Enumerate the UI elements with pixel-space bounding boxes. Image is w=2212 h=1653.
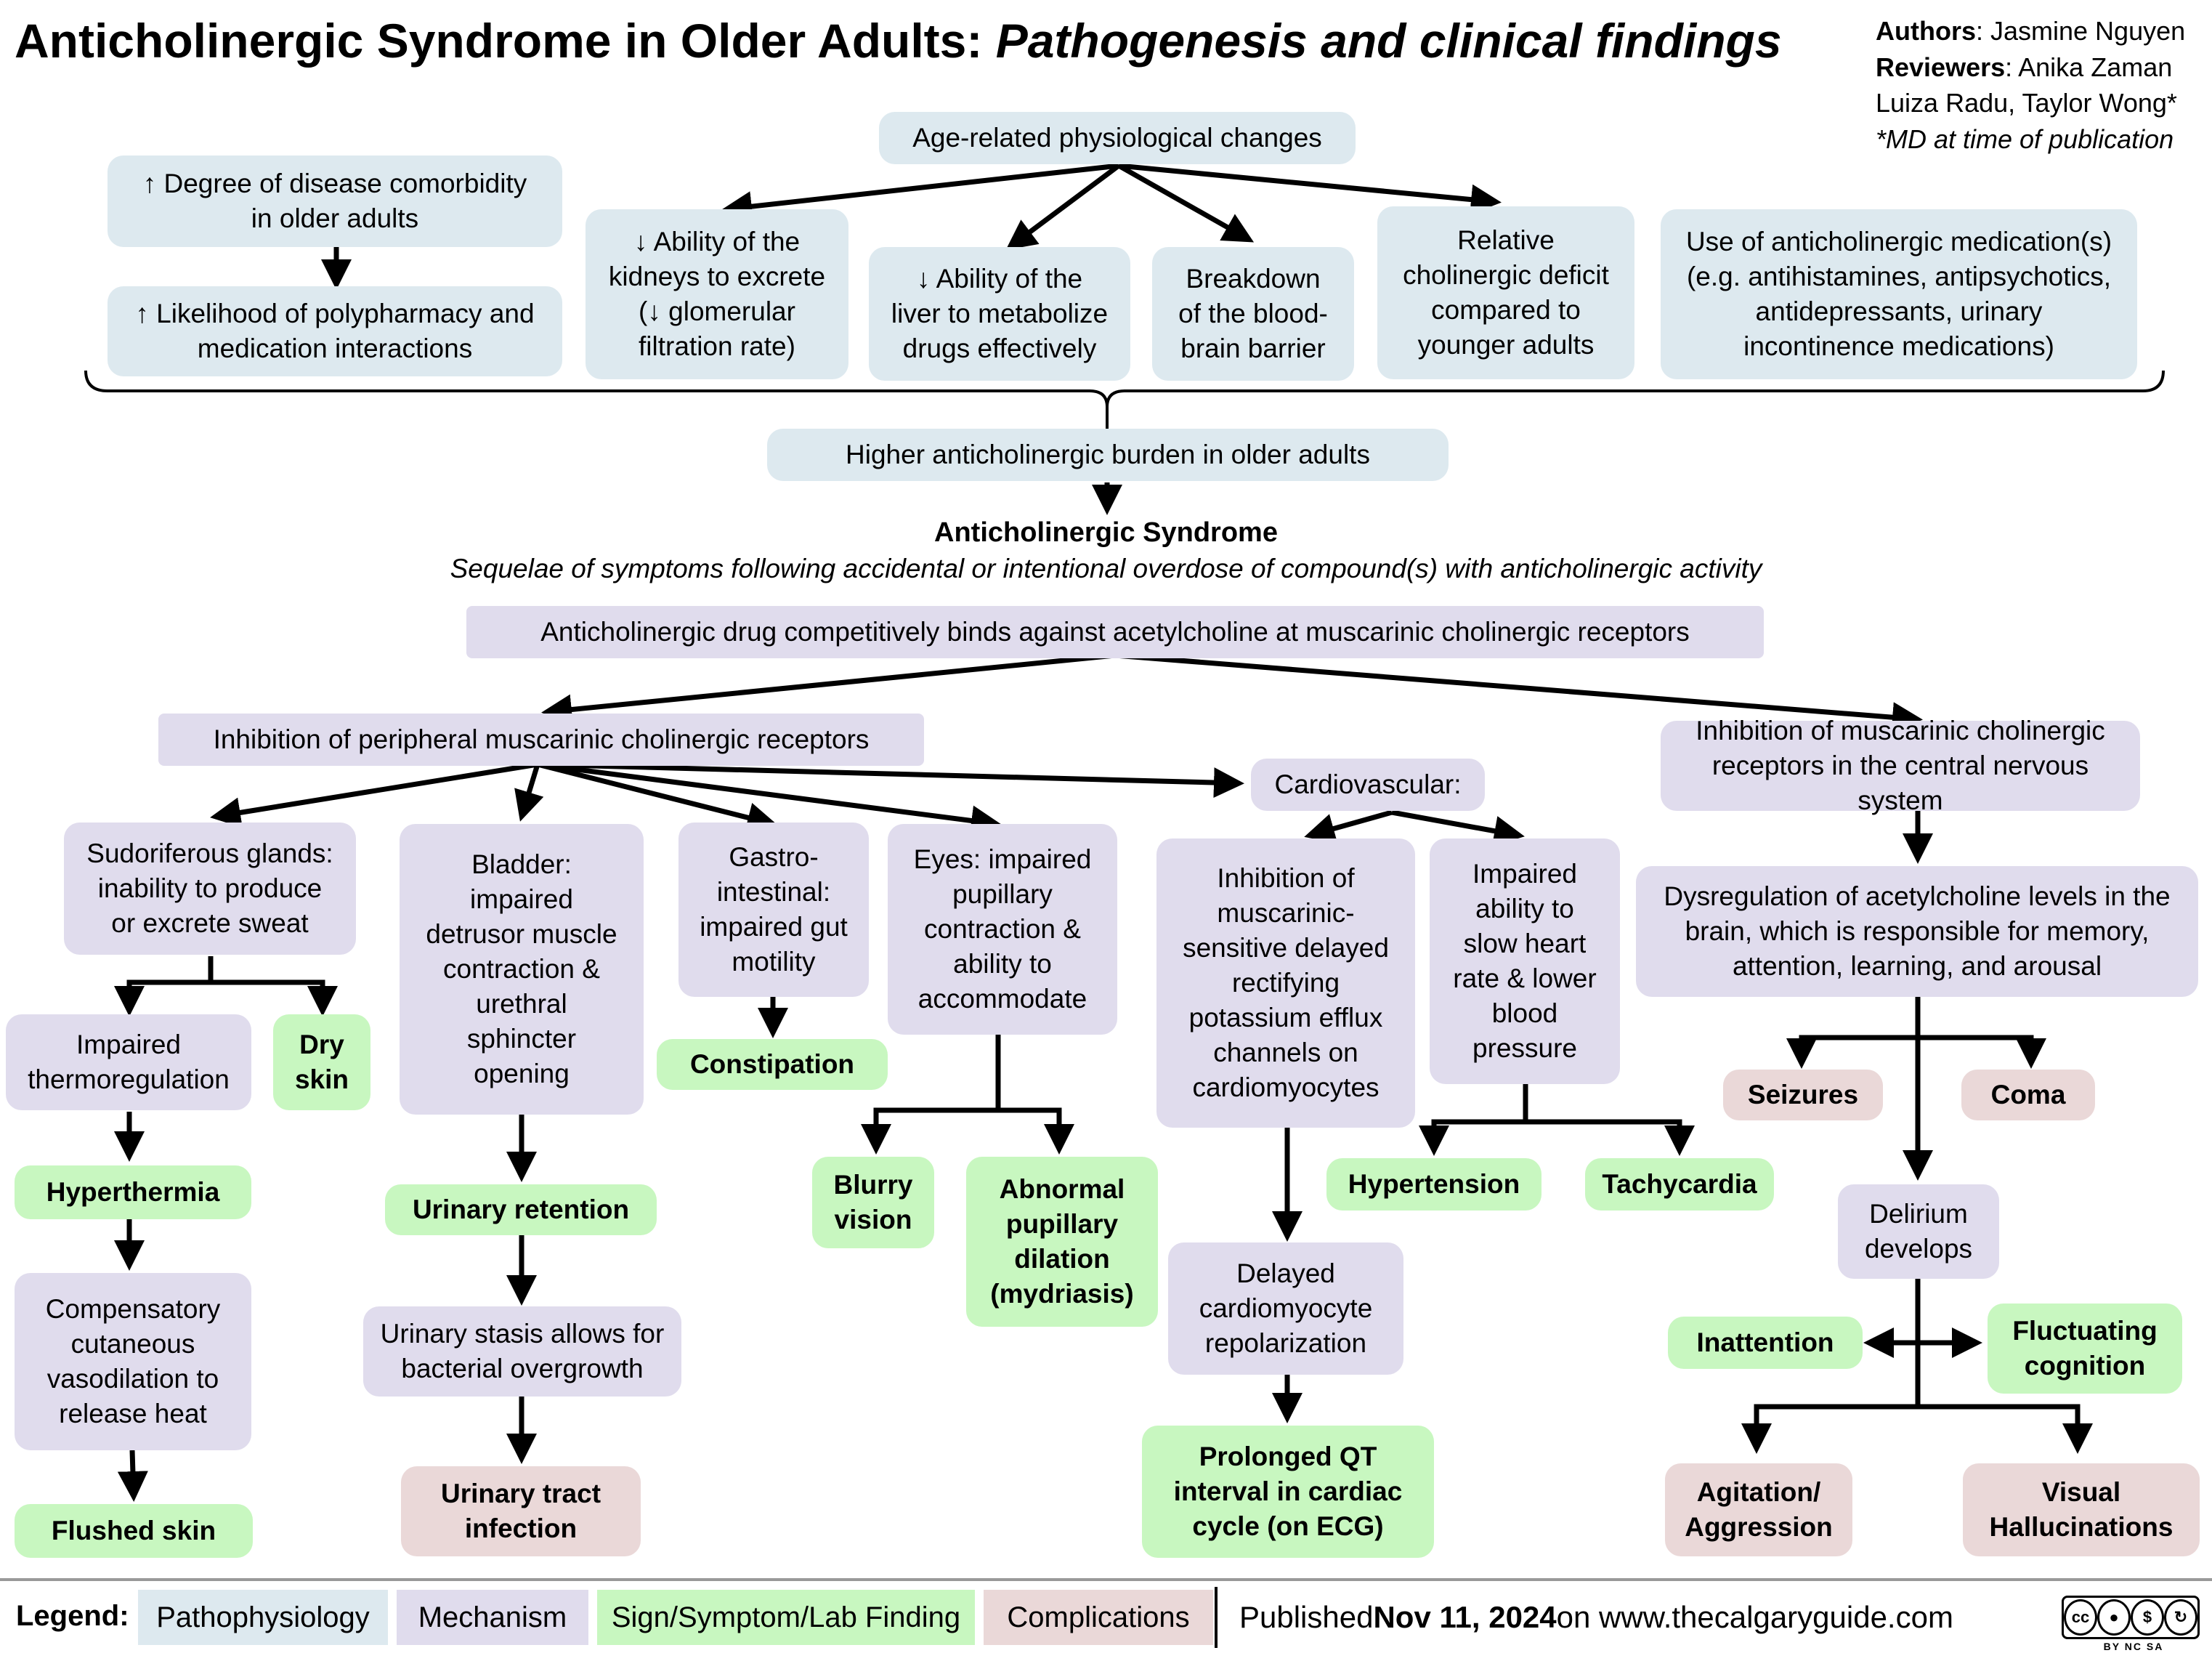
node-dysregulation: Dysregulation of acetylcholine levels in… <box>1636 866 2198 997</box>
node-dry-skin: Dry skin <box>273 1014 370 1110</box>
node-seizures: Seizures <box>1723 1070 1883 1120</box>
reviewers-label: Reviewers <box>1876 52 2006 82</box>
published-date: Nov 11, 2024 <box>1373 1600 1557 1634</box>
node-agitation: Agitation/ Aggression <box>1665 1463 1852 1556</box>
published-suffix: on www.thecalgaryguide.com <box>1556 1600 1953 1634</box>
nc-icon: $ <box>2131 1599 2164 1636</box>
md-note: *MD at time of publication <box>1876 124 2174 155</box>
node-flushed-skin: Flushed skin <box>15 1504 253 1558</box>
legend-mechanism: Mechanism <box>397 1590 588 1645</box>
reviewers-names-2: Luiza Radu, Taylor Wong* <box>1876 88 2177 118</box>
legend-label: Legend: <box>16 1599 129 1632</box>
node-hyperthermia: Hyperthermia <box>15 1165 251 1219</box>
legend-sign-symptom: Sign/Symptom/Lab Finding <box>597 1590 975 1645</box>
node-hypertension: Hypertension <box>1326 1158 1541 1211</box>
node-inattention: Inattention <box>1668 1317 1863 1369</box>
legend-pathophysiology: Pathophysiology <box>138 1590 388 1645</box>
node-polypharmacy: ↑ Likelihood of polypharmacy and medicat… <box>108 286 562 376</box>
authors-names: : Jasmine Nguyen <box>1976 16 2186 46</box>
node-kidneys: ↓ Ability of the kidneys to excrete (↓ g… <box>586 209 848 379</box>
node-comorbidity: ↑ Degree of disease comorbidity in older… <box>108 155 562 247</box>
node-potassium-channels: Inhibition of muscarinic- sensitive dela… <box>1156 838 1415 1128</box>
legend-divider <box>1215 1587 1218 1648</box>
node-eyes: Eyes: impaired pupillary contraction & a… <box>888 824 1117 1035</box>
node-fluctuating-cognition: Fluctuating cognition <box>1988 1304 2182 1394</box>
cc-license-badge: cc ● $ ↻ <box>2062 1596 2200 1639</box>
node-urinary-retention: Urinary retention <box>385 1184 657 1235</box>
node-liver: ↓ Ability of the liver to metabolize dru… <box>869 247 1130 381</box>
node-repolarization: Delayed cardiomyocyte repolarization <box>1168 1242 1403 1375</box>
published-prefix: Published <box>1239 1600 1374 1634</box>
node-constipation: Constipation <box>657 1039 888 1090</box>
node-heart-rate: Impaired ability to slow heart rate & lo… <box>1430 838 1620 1084</box>
authors-block: Authors: Jasmine Nguyen Reviewers: Anika… <box>1876 13 2185 158</box>
authors-label: Authors <box>1876 16 1976 46</box>
cc-icon: cc <box>2064 1599 2097 1636</box>
footer-divider <box>0 1578 2212 1581</box>
node-central: Inhibition of muscarinic cholinergic rec… <box>1661 716 2140 815</box>
syndrome-title: Anticholinergic Syndrome <box>934 517 1278 548</box>
node-delirium: Delirium develops <box>1838 1184 1999 1279</box>
node-impaired-thermoregulation: Impaired thermoregulation <box>6 1014 251 1110</box>
sa-icon: ↻ <box>2164 1599 2197 1636</box>
title-main: Anticholinergic Syndrome in Older Adults… <box>15 14 996 68</box>
node-age-changes: Age-related physiological changes <box>879 112 1356 164</box>
node-vasodilation: Compensatory cutaneous vasodilation to r… <box>15 1273 251 1450</box>
page-title: Anticholinergic Syndrome in Older Adults… <box>15 13 1782 68</box>
node-blurry-vision: Blurry vision <box>812 1157 934 1248</box>
node-medications: Use of anticholinergic medication(s) (e.… <box>1661 209 2137 379</box>
node-tachycardia: Tachycardia <box>1585 1158 1774 1211</box>
node-mydriasis: Abnormal pupillary dilation (mydriasis) <box>966 1157 1158 1327</box>
node-binds: Anticholinergic drug competitively binds… <box>466 606 1764 658</box>
node-peripheral: Inhibition of peripheral muscarinic chol… <box>158 714 924 766</box>
node-uti: Urinary tract infection <box>401 1466 641 1556</box>
legend-complications: Complications <box>984 1590 1213 1645</box>
published-line: Published Nov 11, 2024 on www.thecalgary… <box>1239 1590 1953 1645</box>
node-cholinergic-deficit: Relative cholinergic deficit compared to… <box>1377 206 1634 379</box>
node-sudoriferous: Sudoriferous glands: inability to produc… <box>64 823 356 955</box>
node-bbb: Breakdown of the blood- brain barrier <box>1152 247 1354 381</box>
reviewers-names: : Anika Zaman <box>2005 52 2173 82</box>
cc-license-text: BY NC SA <box>2103 1641 2164 1652</box>
node-gastrointestinal: Gastro- intestinal: impaired gut motilit… <box>678 823 869 997</box>
node-hallucinations: Visual Hallucinations <box>1963 1463 2200 1556</box>
node-prolonged-qt: Prolonged QT interval in cardiac cycle (… <box>1142 1426 1434 1558</box>
by-icon: ● <box>2097 1599 2131 1636</box>
node-burden: Higher anticholinergic burden in older a… <box>767 429 1449 481</box>
syndrome-subtitle: Sequelae of symptoms following accidenta… <box>450 554 1762 583</box>
node-coma: Coma <box>1961 1070 2095 1120</box>
title-italic: Pathogenesis and clinical findings <box>995 14 1782 68</box>
node-cardiovascular: Cardiovascular: <box>1251 759 1485 811</box>
node-bladder: Bladder: impaired detrusor muscle contra… <box>400 824 644 1115</box>
node-urinary-stasis: Urinary stasis allows for bacterial over… <box>363 1306 681 1397</box>
